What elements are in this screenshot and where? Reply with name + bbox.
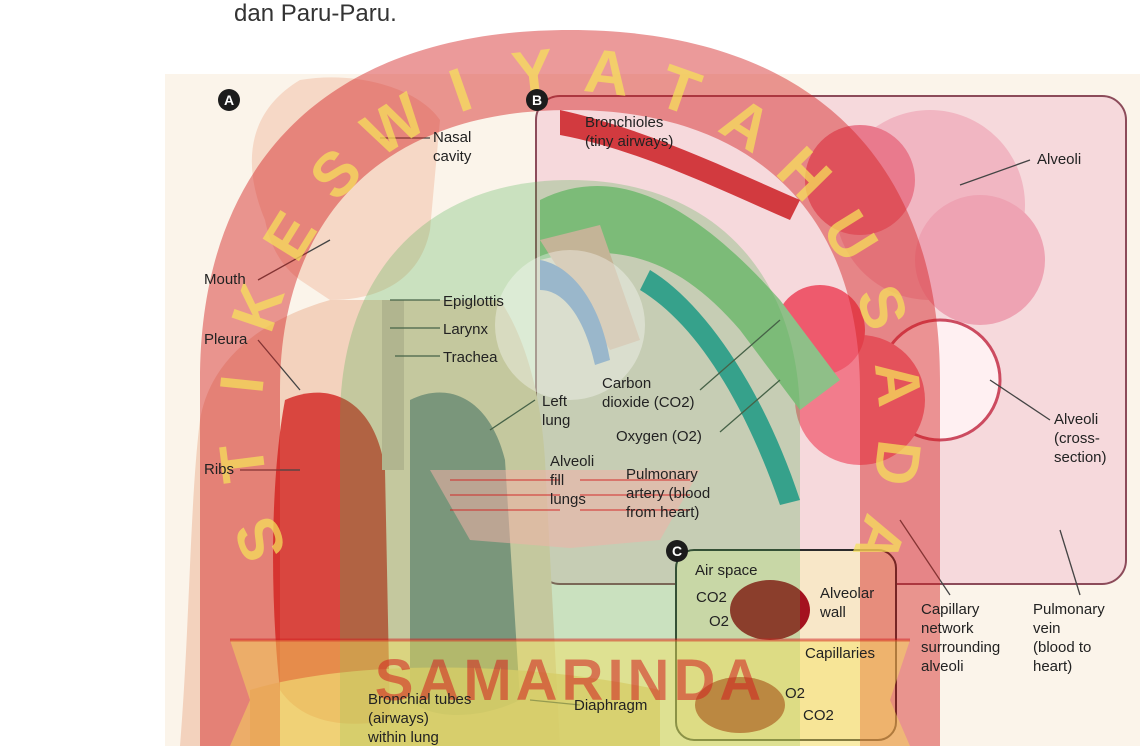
label-air-space: Air space (695, 561, 758, 580)
label-co2-panel-c-bottom: CO2 (803, 706, 834, 725)
panel-a-marker: A (218, 89, 240, 111)
panel-b-marker: B (526, 89, 548, 111)
watermark-arc-letter: A (861, 358, 934, 410)
label-bronchial-tubes: Bronchial tubes (airways) within lung (368, 690, 471, 747)
label-left-lung: Left lung (542, 392, 570, 430)
label-o2-panel-c-top: O2 (709, 612, 729, 631)
label-oxygen: Oxygen (O2) (616, 427, 702, 446)
label-mouth: Mouth (204, 270, 246, 289)
label-trachea: Trachea (443, 348, 497, 367)
label-diaphragm: Diaphragm (574, 696, 647, 715)
label-alveoli-fill-lungs: Alveoli fill lungs (550, 452, 594, 509)
panel-c-marker: C (666, 540, 688, 562)
label-co2-panel-c-top: CO2 (696, 588, 727, 607)
label-nasal-cavity: Nasal cavity (433, 128, 471, 166)
label-alveoli: Alveoli (1037, 150, 1081, 169)
label-alveolar-wall: Alveolar wall (820, 584, 874, 622)
label-capillaries: Capillaries (805, 644, 875, 663)
label-pulmonary-vein: Pulmonary vein (blood to heart) (1033, 600, 1105, 676)
label-ribs: Ribs (204, 460, 234, 479)
label-carbon-dioxide: Carbon dioxide (CO2) (602, 374, 695, 412)
label-epiglottis: Epiglottis (443, 292, 504, 311)
label-o2-panel-c-bottom: O2 (785, 684, 805, 703)
label-pleura: Pleura (204, 330, 247, 349)
label-pulmonary-artery: Pulmonary artery (blood from heart) (626, 465, 710, 522)
label-bronchioles: Bronchioles (tiny airways) (585, 113, 673, 151)
watermark-arc-letter: D (860, 436, 934, 489)
label-alveoli-cross-section: Alveoli (cross- section) (1054, 410, 1107, 467)
label-larynx: Larynx (443, 320, 488, 339)
label-capillary-network: Capillary network surrounding alveoli (921, 600, 1000, 676)
watermark-arc-letter: A (581, 36, 633, 110)
